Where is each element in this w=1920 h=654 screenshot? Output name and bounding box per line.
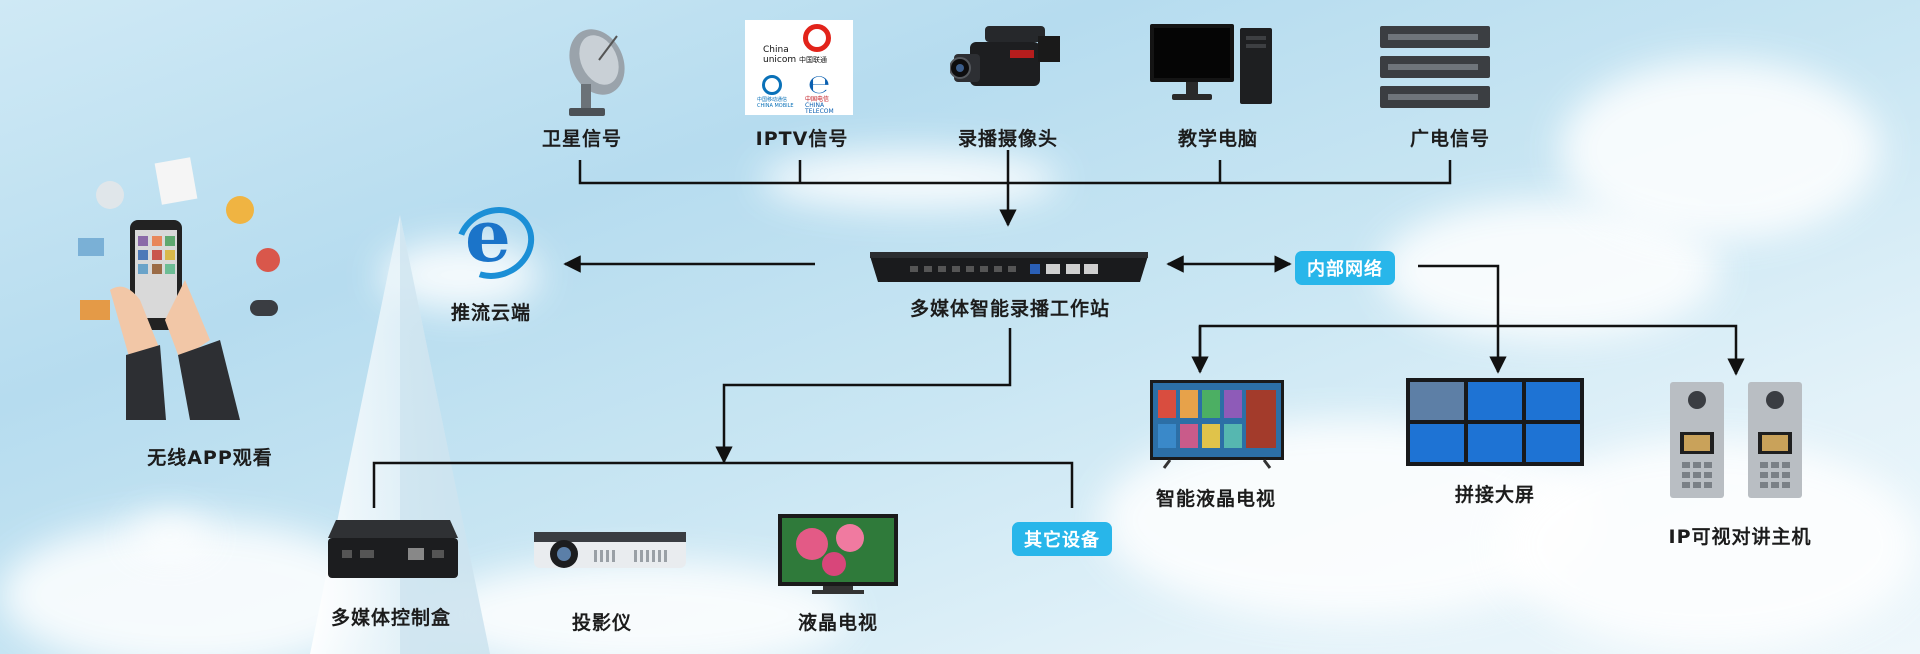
ie-browser-icon: e: [443, 194, 547, 292]
control-box-icon: [328, 520, 458, 578]
lcd-tv-label: 液晶电视: [797, 612, 879, 634]
source-iptv-label: IPTV信号: [755, 128, 849, 150]
intercom-label: IP可视对讲主机: [1668, 526, 1812, 548]
lcd-tv-icon: [778, 514, 898, 594]
projector-icon: [534, 532, 686, 568]
source-satellite-label: 卫星信号: [541, 128, 623, 150]
wireless-app-label: 无线APP观看: [147, 447, 273, 469]
desktop-computer-icon: [1150, 24, 1272, 104]
smart-tv-label: 智能液晶电视: [1155, 488, 1277, 510]
satellite-dish-icon: [569, 29, 625, 116]
source-broadcast-label: 广电信号: [1409, 128, 1491, 150]
internal-network-badge: 内部网络: [1295, 251, 1395, 285]
unicom-logo-text: China unicom 中国联通: [763, 45, 828, 65]
network-switch-stack-icon: [1380, 26, 1490, 108]
source-computer-label: 教学电脑: [1177, 128, 1259, 150]
smart-tv-icon: [1150, 380, 1284, 469]
cloud: [1560, 60, 1880, 240]
control-box-label: 多媒体控制盒: [330, 607, 452, 629]
hand-phone-apps-icon: [78, 157, 280, 420]
unicom-knot-icon: [803, 24, 831, 52]
cloud: [130, 515, 210, 555]
china-telecom-icon: ℮: [808, 70, 831, 100]
cloud-push-label: 推流云端: [450, 302, 532, 324]
video-camera-icon: [950, 26, 1060, 86]
video-wall-label: 拼接大屏: [1454, 484, 1536, 506]
workstation-label: 多媒体智能录播工作站: [909, 298, 1111, 320]
ip-intercom-icon: [1670, 382, 1802, 498]
source-camera-label: 录播摄像头: [957, 128, 1059, 150]
projector-label: 投影仪: [571, 612, 633, 634]
workstation-device-icon: [870, 252, 1148, 282]
cloud: [760, 150, 1060, 210]
video-wall-icon: [1406, 378, 1584, 466]
china-mobile-icon: [762, 75, 782, 95]
other-devices-badge: 其它设备: [1012, 522, 1112, 556]
